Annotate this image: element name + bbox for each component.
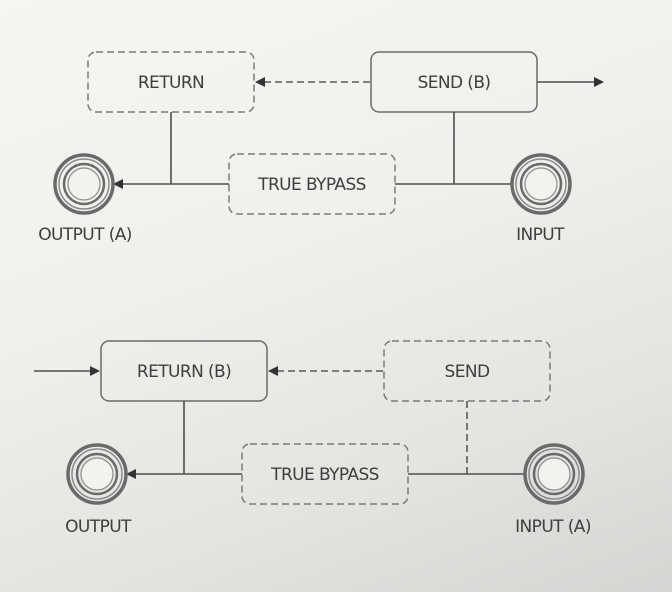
arrow-left-icon [113, 179, 123, 189]
diagram-top: RETURN SEND (B) TRUE BYPASS OUTPUT (A) [38, 51, 604, 245]
input-jack-label: INPUT (A) [515, 517, 591, 537]
return-label: RETURN (B) [137, 362, 231, 382]
input-jack-label: INPUT [516, 225, 565, 245]
input-jack-icon [523, 443, 585, 505]
bypass-box: TRUE BYPASS [228, 153, 396, 215]
output-jack-icon [66, 443, 128, 505]
arrow-left-icon [126, 469, 136, 479]
return-box: RETURN (B) [100, 340, 268, 402]
arrow-right-icon [594, 77, 604, 87]
return-box: RETURN [87, 51, 255, 113]
send-label: SEND (B) [418, 73, 491, 93]
send-box: SEND (B) [370, 51, 538, 113]
return-label: RETURN [138, 73, 204, 93]
output-jack-label: OUTPUT (A) [38, 225, 132, 245]
bypass-box: TRUE BYPASS [241, 443, 409, 505]
output-jack-icon [53, 153, 115, 215]
arrow-left-icon [255, 77, 265, 87]
input-jack-icon [510, 153, 572, 215]
arrow-left-icon [268, 366, 278, 376]
send-box: SEND [383, 340, 551, 402]
bypass-label: TRUE BYPASS [257, 175, 366, 195]
arrow-right-icon [90, 366, 100, 376]
send-label: SEND [445, 362, 490, 382]
bypass-label: TRUE BYPASS [270, 465, 379, 485]
diagram-bottom: RETURN (B) SEND TRUE BYPASS OUTPUT [34, 340, 591, 537]
output-jack-label: OUTPUT [65, 517, 132, 537]
